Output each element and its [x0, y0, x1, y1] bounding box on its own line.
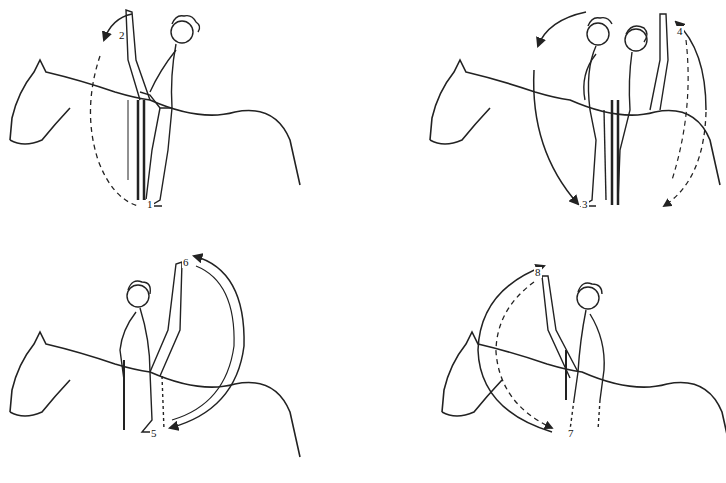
movement-arrow — [676, 22, 706, 110]
movement-arrow — [478, 266, 552, 432]
callout-number: 4 — [676, 26, 684, 37]
movement-arrow — [534, 70, 578, 204]
movement-arrow — [104, 14, 132, 40]
callout-number: 5 — [150, 428, 158, 439]
movement-path — [496, 282, 552, 428]
callout-number: 8 — [534, 267, 542, 278]
callout-number: 1 — [146, 199, 154, 210]
horse-outline — [10, 60, 726, 457]
vaulter-figure — [126, 10, 200, 206]
vaulter-figure — [120, 262, 182, 432]
callout-number: 3 — [581, 199, 589, 210]
movement-path — [664, 112, 706, 206]
callout-number: 2 — [118, 30, 126, 41]
vaulter-figure — [542, 276, 604, 430]
movement-arrow — [170, 256, 244, 428]
callout-number: 7 — [567, 428, 575, 439]
movement-arrow-outline — [172, 266, 234, 420]
movement-arrow — [538, 12, 586, 46]
movement-path — [90, 56, 138, 206]
callout-number: 6 — [182, 257, 190, 268]
movement-path — [672, 40, 688, 180]
vaulter-figure — [582, 14, 668, 206]
